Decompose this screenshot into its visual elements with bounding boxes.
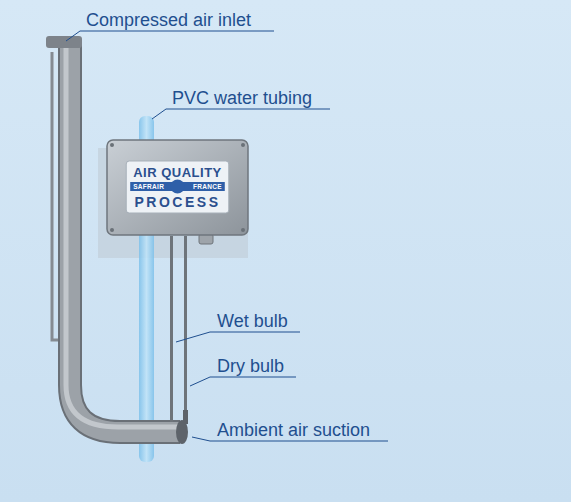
callout-label: Compressed air inlet (86, 10, 251, 30)
box-housing (106, 139, 249, 236)
screw (110, 228, 114, 232)
plate-text: FRANCE (193, 183, 222, 192)
callout-label: PVC water tubing (172, 88, 312, 108)
plate-text: AIR QUALITY (133, 165, 222, 180)
plate-text: PROCESS (135, 194, 221, 210)
leader-line (66, 31, 274, 41)
callout-label: Ambient air suction (217, 420, 370, 440)
callout-label: Wet bulb (217, 311, 288, 331)
callout-label: Dry bulb (217, 356, 284, 376)
air-pipe-shadow (70, 44, 180, 432)
screw (110, 143, 114, 147)
box-body (107, 140, 248, 235)
screw (241, 228, 245, 232)
control-box: AIR QUALITY SAFRAIR FRANCE PROCESS (106, 139, 249, 236)
dry-bulb-rod (184, 236, 187, 422)
wet-bulb-rod (170, 236, 173, 422)
plate-text: SAFRAIR (133, 183, 164, 192)
inlet-cap (46, 36, 82, 48)
leader-line (176, 332, 300, 342)
label-dot (171, 180, 185, 194)
leader-line (190, 377, 296, 386)
label-plate (126, 161, 229, 213)
leader-lines (66, 31, 388, 441)
leader-line (152, 109, 330, 119)
bulb-tip (183, 410, 188, 424)
screw (241, 143, 245, 147)
air-pipe (70, 44, 180, 432)
